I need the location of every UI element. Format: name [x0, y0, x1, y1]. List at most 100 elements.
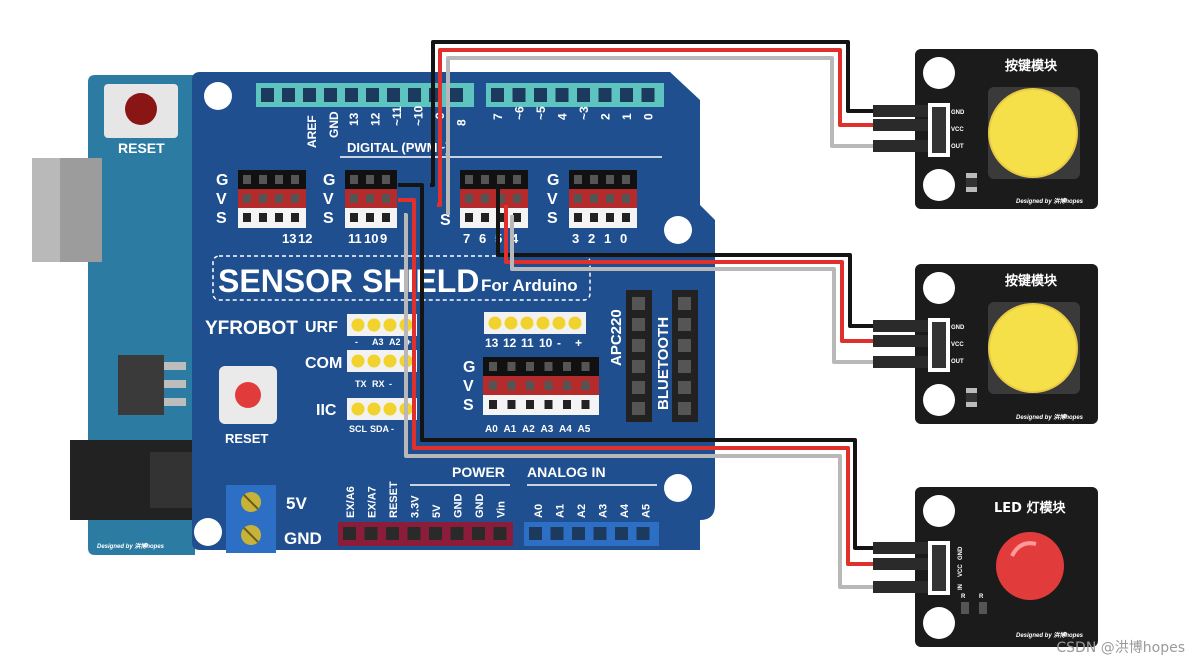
module-3-pin-in: IN	[958, 584, 964, 590]
gvs-pin-label: 2	[588, 231, 595, 246]
mount-hole	[204, 82, 232, 110]
header-pin	[555, 88, 569, 102]
header-pin	[489, 400, 497, 409]
gvs-pin-label: 13	[282, 231, 296, 246]
digital-pin-label: 1	[620, 113, 634, 120]
header-pin	[450, 527, 464, 540]
gvs-letter: S	[547, 210, 558, 227]
header-pin	[593, 527, 607, 540]
digital-yellow-pin-label: 12	[503, 336, 517, 350]
header-pin	[563, 362, 571, 371]
wire-black-module-2	[496, 185, 878, 328]
header-pin	[574, 194, 582, 203]
module-3-pin-gnd: GND	[958, 546, 964, 560]
header-pin	[497, 213, 505, 222]
gvs-pin-label: 7	[463, 231, 470, 246]
digital-pin-label: ~5	[534, 106, 548, 120]
gvs-letter: V	[463, 378, 474, 395]
iic-header[interactable]	[347, 398, 417, 420]
header-pin	[497, 175, 505, 184]
power-pin-label: Vin	[496, 501, 508, 518]
analog-gvs-pin-label: A4	[559, 424, 572, 435]
header-pin	[259, 213, 267, 222]
header-pin	[513, 175, 521, 184]
digital-pin-label: 8	[455, 119, 469, 126]
gvs-letter: G	[323, 172, 335, 189]
header-pin	[407, 527, 421, 540]
com-header[interactable]	[347, 350, 417, 372]
button-cap-2[interactable]	[988, 303, 1078, 393]
header-pin	[526, 362, 534, 371]
header-pin	[429, 527, 442, 540]
header-pin	[291, 213, 299, 222]
power-pin-label: 3.3V	[410, 495, 422, 518]
gvs-letter: G	[547, 172, 559, 189]
header-pin	[382, 213, 390, 222]
header-pin	[243, 194, 251, 203]
header-pin	[552, 316, 566, 330]
header-pin	[572, 527, 585, 540]
header-pin	[512, 88, 526, 102]
power-header[interactable]	[338, 522, 513, 546]
led-module: LED 灯模块 GND VCC IN R R Designed by 洪博hop…	[915, 487, 1098, 647]
header-pin	[632, 297, 645, 310]
digital-pin-label: 12	[369, 112, 383, 126]
digital-yellow-pin-label: -	[557, 336, 561, 350]
apc220-label: APC220	[608, 309, 625, 366]
header-pin	[259, 175, 267, 184]
gvs-letter: V	[547, 191, 558, 208]
gvs-letter: S	[463, 397, 474, 414]
gvs-pin-label: 6	[479, 231, 486, 246]
analog-gvs-pin-label: A2	[522, 424, 535, 435]
mount-hole	[664, 216, 692, 244]
header-pin	[581, 381, 590, 390]
header-pin	[351, 354, 365, 368]
terminal-gnd-label: GND	[284, 529, 322, 548]
power-pin-label: EX/A6	[345, 486, 357, 518]
power-pin-label: EX/A7	[367, 486, 379, 518]
header-pin	[382, 194, 390, 203]
digital-yellow-pin-label: +	[575, 336, 582, 350]
module-2-title: 按键模块	[1005, 273, 1058, 289]
digital-yellow-header[interactable]	[484, 312, 586, 334]
com-pin-label: RX	[372, 379, 385, 389]
terminal-5v-label: 5V	[286, 494, 307, 513]
urf-pin-label: +	[406, 337, 411, 347]
power-terminal-block[interactable]	[226, 485, 276, 553]
apc220-header[interactable]	[626, 290, 652, 422]
header-pin	[622, 175, 630, 184]
digital-pin-label: ~3	[577, 106, 591, 120]
header-pin	[481, 194, 489, 203]
header-pin	[534, 88, 547, 102]
gvs-pin-label: 1	[604, 231, 611, 246]
iic-pin-label: SCL	[349, 424, 368, 434]
header-pin	[513, 213, 521, 222]
header-pin	[367, 354, 381, 368]
header-pin	[382, 175, 390, 184]
digital-pin-label: 2	[599, 113, 613, 120]
header-pin	[536, 316, 550, 330]
iic-label: IIC	[316, 402, 337, 419]
gvs-pin-label: 10	[364, 231, 378, 246]
digital-pin-label: 4	[556, 113, 570, 120]
header-pin	[383, 354, 397, 368]
module-3-pin-vcc: VCC	[958, 564, 964, 577]
module-1-pin-out: OUT	[951, 144, 964, 150]
analog-pin-label: A5	[641, 504, 653, 518]
button-cap-1[interactable]	[988, 88, 1078, 178]
header-pin	[450, 88, 463, 102]
wires	[398, 40, 878, 589]
power-title: POWER	[452, 464, 505, 480]
com-label: COM	[305, 355, 342, 372]
bluetooth-header[interactable]	[672, 290, 698, 422]
header-pin	[520, 316, 534, 330]
header-pin	[291, 175, 299, 184]
analog-pin-label: A2	[576, 504, 588, 518]
header-pin	[574, 175, 582, 184]
header-pin	[351, 402, 365, 416]
